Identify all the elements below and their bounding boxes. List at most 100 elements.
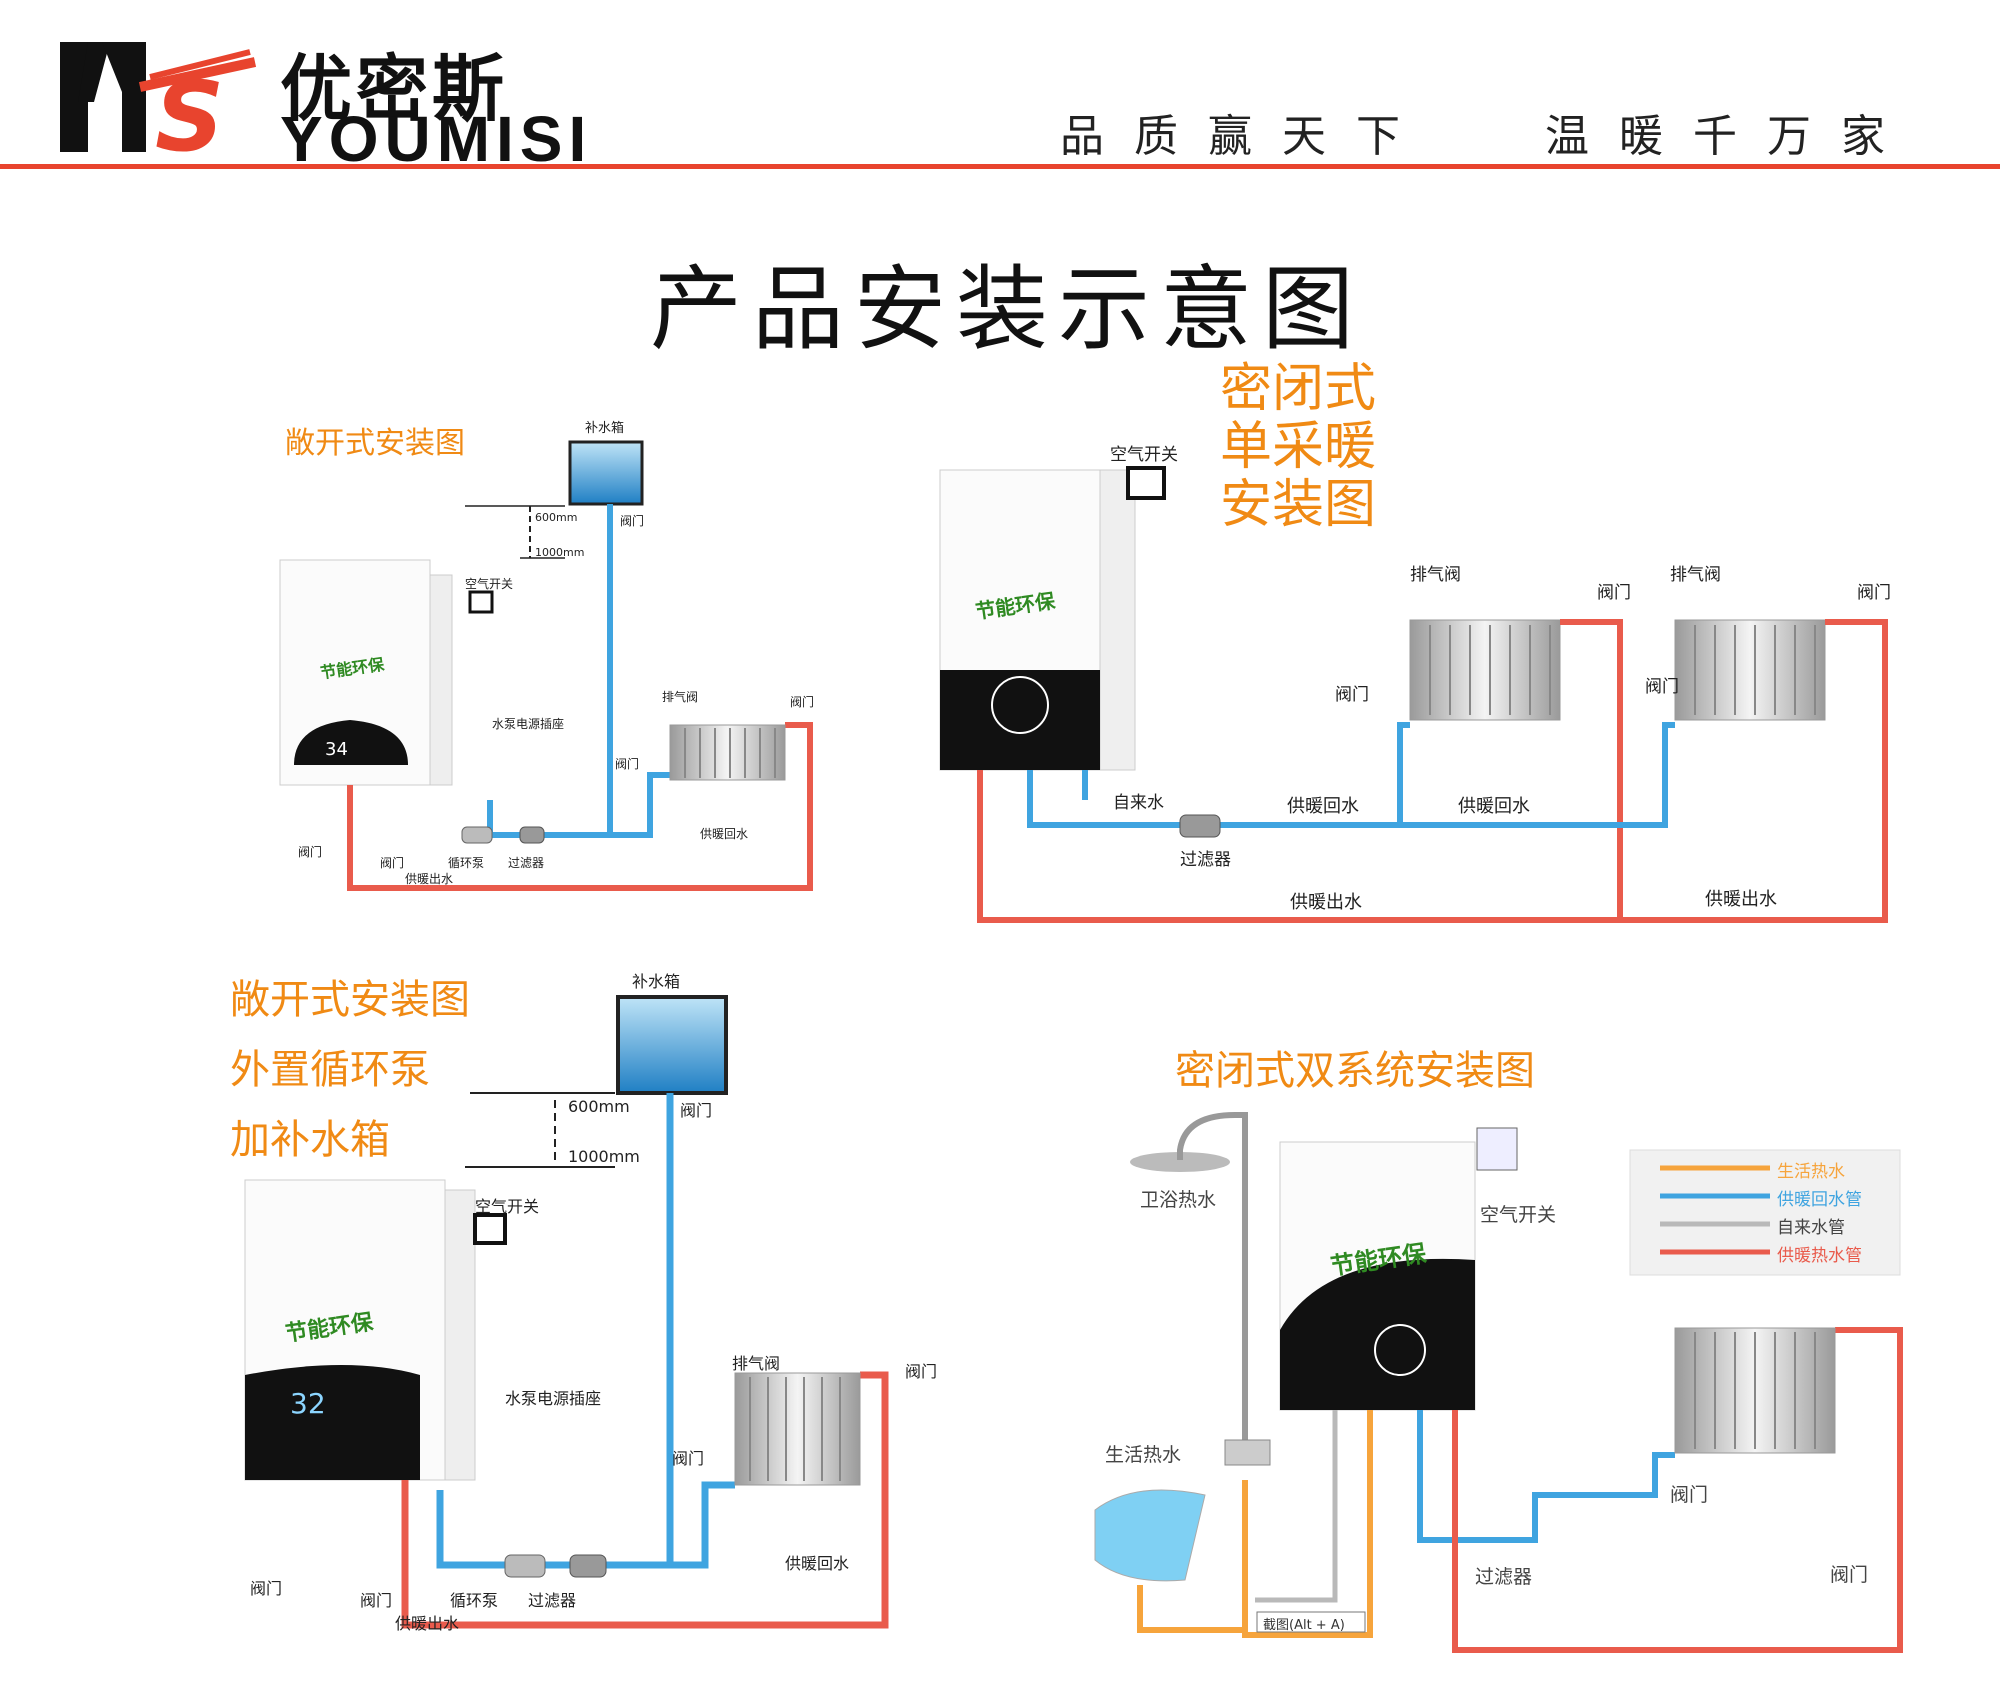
brand-name-en: YOUMISI	[280, 103, 593, 175]
radiator	[669, 724, 786, 781]
basin-label: 生活热水	[1105, 1444, 1182, 1466]
diagram-closed-single: 密闭式 单采暖 安装图 空气开关 排气阀 排气阀 阀门 阀门 阀门 阀门 自来水…	[925, 360, 1945, 930]
supply-label: 供暖出水	[405, 872, 454, 886]
air-switch	[468, 590, 494, 614]
height-bottom-label: 1000mm	[568, 1147, 640, 1166]
air-switch-label: 空气开关	[465, 577, 514, 591]
return-pipe	[487, 504, 613, 838]
valve-2-label: 阀门	[1857, 583, 1891, 603]
valve-3-label: 阀门	[1335, 685, 1369, 705]
diagram-open-schematic: 34	[279, 440, 813, 891]
diagram-open-pump: 敞开式安装图 外置循环泵 加补水箱 32 补水箱 600mm 1000mm 阀门…	[150, 945, 980, 1645]
title-line-2: 外置循环泵	[230, 1047, 430, 1093]
vent-label: 排气阀	[662, 690, 699, 704]
valve-in-label: 阀门	[380, 856, 405, 870]
return-pipe	[1417, 1410, 1675, 1543]
pump-label: 循环泵	[448, 856, 485, 870]
slogan-right: 温暖千万家	[1545, 111, 1915, 162]
pump	[461, 826, 493, 844]
tap-pipe	[1255, 1410, 1338, 1603]
legend-return: 供暖回水管	[1777, 1190, 1862, 1210]
filter-label: 过滤器	[528, 1591, 577, 1610]
radiator	[734, 1372, 861, 1486]
diagram-open-pump-title: 敞开式安装图 外置循环泵 加补水箱	[230, 965, 470, 1175]
legend-domestic-hot: 生活热水	[1777, 1162, 1845, 1182]
valve-rad-right-label: 阀门	[905, 1362, 938, 1381]
vent-2-label: 排气阀	[1670, 565, 1721, 585]
shower-icon	[1130, 1112, 1271, 1466]
title-line-2: 单采暖	[1220, 417, 1377, 477]
return-pipe	[436, 1093, 674, 1569]
filter-label: 过滤器	[1475, 1566, 1533, 1588]
diagram-closed-dual-schematic	[1094, 1112, 1903, 1653]
pump-socket-label: 水泵电源插座	[505, 1389, 602, 1408]
supply-pipe	[347, 722, 813, 891]
valve-in-label: 阀门	[360, 1591, 393, 1610]
brand-name-cn: 优密斯	[280, 47, 509, 131]
title-line-3: 加补水箱	[230, 1117, 390, 1163]
screenshot-tip: 截图(Alt + A)	[1263, 1618, 1345, 1633]
title-line-1: 敞开式安装图	[230, 977, 470, 1023]
valve-rad-left-label: 阀门	[672, 1449, 705, 1468]
pump-label: 循环泵	[450, 1591, 499, 1610]
return-1-label: 供暖回水	[1287, 796, 1359, 817]
return-2-label: 供暖回水	[1458, 796, 1530, 817]
return-pipe	[1027, 722, 1675, 828]
basin-icon	[1094, 1489, 1206, 1582]
diagram-closed-dual: 密闭式双系统安装图	[1085, 1000, 1935, 1660]
air-switch	[473, 1213, 507, 1245]
svg-text:S: S	[155, 61, 224, 162]
valve-rad-left-label: 阀门	[615, 757, 640, 771]
diagram-closed-single-title: 密闭式 单采暖 安装图	[1220, 360, 1376, 534]
svg-text:34: 34	[325, 739, 348, 760]
valve-tank-label: 阀门	[680, 1101, 713, 1120]
svg-text:32: 32	[290, 1387, 326, 1420]
diagram-open-title: 敞开式安装图	[285, 426, 465, 461]
height-bottom-label: 1000mm	[535, 546, 585, 559]
supply-pipe	[1452, 1327, 1903, 1653]
valve-tank-label: 阀门	[620, 514, 645, 528]
height-top-label: 600mm	[535, 511, 578, 524]
return-label: 供暖回水	[785, 1554, 850, 1573]
tank-label: 补水箱	[632, 972, 681, 991]
supply-1-label: 供暖出水	[1290, 892, 1362, 913]
air-switch-label: 空气开关	[1110, 445, 1178, 465]
valve-rad-right-label: 阀门	[790, 695, 815, 709]
tank-label: 补水箱	[585, 421, 625, 436]
supply-2-label: 供暖出水	[1705, 889, 1777, 910]
filter-label: 过滤器	[1180, 850, 1231, 870]
air-switch-label: 空气开关	[475, 1197, 540, 1216]
water-tank	[616, 995, 728, 1095]
filter	[569, 1554, 607, 1578]
vent-label: 排气阀	[732, 1354, 781, 1373]
return-label: 供暖回水	[700, 827, 749, 841]
filter	[519, 826, 545, 844]
air-switch	[1476, 1127, 1518, 1171]
diagram-open-pump-schematic: 32	[244, 995, 889, 1629]
air-switch	[1126, 466, 1166, 500]
valve-out-label: 阀门	[298, 845, 323, 859]
radiator-2	[1674, 619, 1826, 721]
filter	[1179, 814, 1221, 838]
supply-pipe	[401, 1371, 889, 1629]
pump	[504, 1554, 546, 1578]
title-line-1: 密闭式	[1220, 359, 1377, 419]
valve-2-label: 阀门	[1830, 1564, 1869, 1586]
brand-logo: S	[60, 42, 257, 162]
height-top-label: 600mm	[568, 1097, 630, 1116]
supply-label: 供暖出水	[395, 1614, 460, 1633]
title-line-3: 安装图	[1220, 475, 1377, 535]
tap-in-label: 自来水	[1113, 793, 1164, 813]
water-tank	[568, 440, 644, 506]
valve-out-label: 阀门	[250, 1579, 283, 1598]
diagram-closed-single-schematic	[939, 466, 1888, 923]
vent-1-label: 排气阀	[1410, 565, 1461, 585]
page-title: 产品安装示意图	[650, 256, 1365, 363]
header-divider	[0, 164, 2000, 169]
radiator-1	[1409, 619, 1561, 721]
air-switch-label: 空气开关	[1480, 1204, 1557, 1226]
filter-label: 过滤器	[508, 856, 545, 870]
pump-socket-label: 水泵电源插座	[492, 717, 565, 731]
diagram-open: 敞开式安装图 34 补水箱 600mm 1000mm 阀门 空气开关 水泵电源插…	[230, 380, 870, 920]
valve-4-label: 阀门	[1645, 677, 1679, 697]
